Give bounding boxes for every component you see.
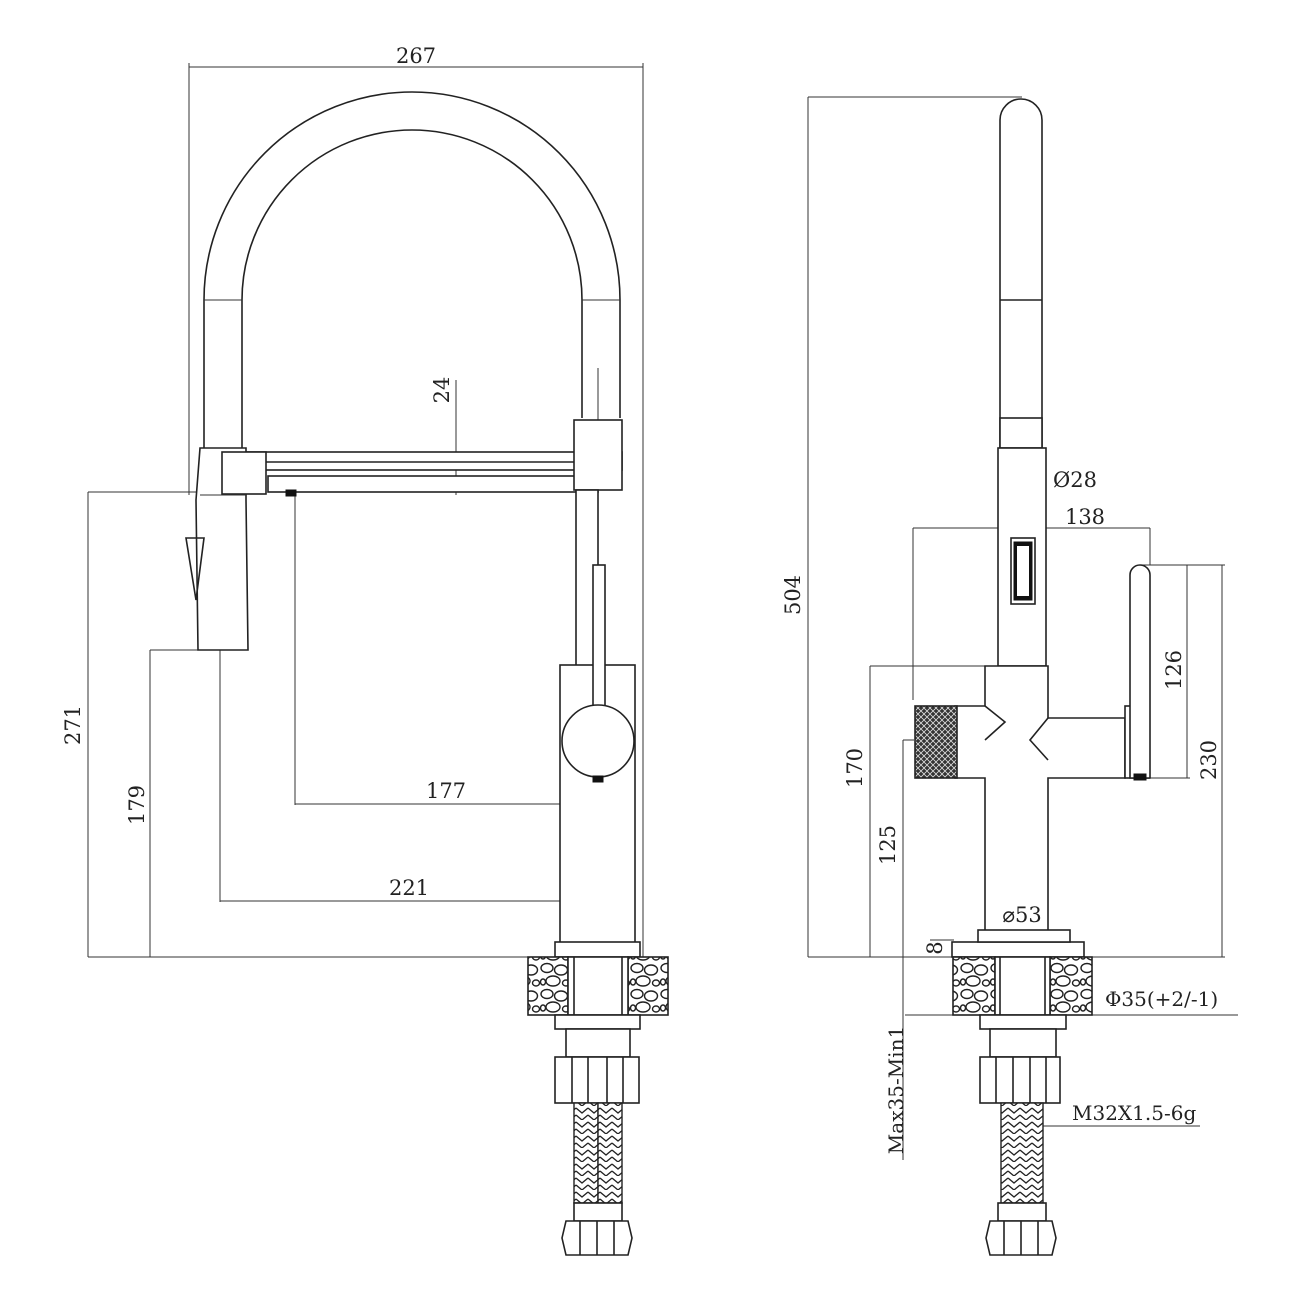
dim-overall-width: 267	[396, 44, 436, 68]
dim-base-diameter: ⌀53	[1002, 903, 1041, 927]
side-view	[87, 63, 669, 1256]
mounting-assembly-side	[527, 956, 669, 1256]
faucet-body-front	[914, 564, 1151, 958]
dim-knob-bottom-height: 125	[876, 825, 900, 865]
dim-thread-spec: M32X1.5-6g	[1072, 1101, 1196, 1125]
dim-spray-bottom-height: 179	[125, 785, 149, 825]
faucet-body	[554, 489, 641, 958]
dim-overall-height: 504	[781, 575, 805, 615]
dimension-labels: 267 24 177 221 271 179 504 Ø28 138 126 2…	[61, 44, 1221, 1154]
spout-arm	[221, 419, 623, 493]
front-extension-lines	[807, 96, 1238, 1160]
dim-knob-height: 170	[843, 748, 867, 788]
front-view	[807, 96, 1238, 1256]
dim-spout-reach: 177	[426, 779, 466, 803]
spout-neck	[997, 98, 1047, 667]
dim-counter-thickness: Max35-Min1	[884, 1026, 908, 1154]
dim-spray-height: 271	[61, 705, 85, 745]
dim-body-width: 138	[1065, 505, 1105, 529]
mounting-assembly-front	[952, 956, 1093, 1256]
dim-neck-diameter: Ø28	[1053, 468, 1097, 492]
dim-lever-top-height: 230	[1197, 740, 1221, 780]
dim-hose-gap: 24	[430, 377, 454, 404]
dim-lever-length: 126	[1162, 650, 1186, 690]
dim-spray-reach: 221	[389, 876, 429, 900]
dim-base-thickness: 8	[923, 941, 947, 954]
dim-hole-diameter: Φ35(+2/-1)	[1105, 987, 1218, 1011]
spout-arch	[203, 91, 621, 448]
spray-head	[185, 447, 297, 651]
